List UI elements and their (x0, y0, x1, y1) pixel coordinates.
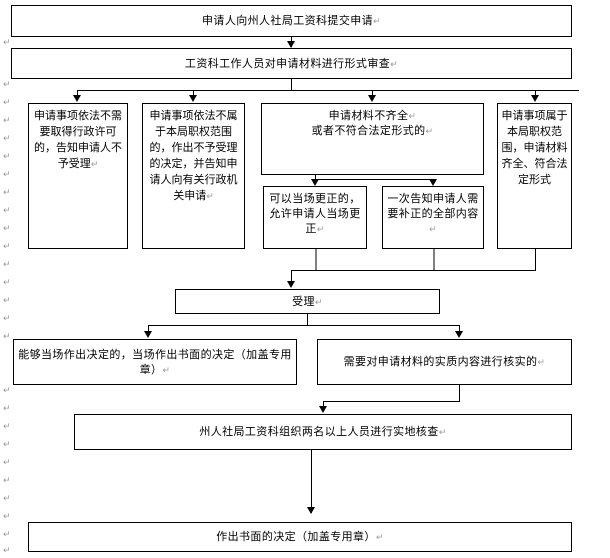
node-correct-onsite[interactable]: 可以当场更正的，允许申请人当场更正↵ (263, 186, 367, 249)
arrow-head-decide-onsite (144, 331, 152, 338)
arrow-head-correct-onsite (311, 179, 319, 186)
paragraph-mark: ↵ (3, 422, 11, 432)
connector-review-stem (291, 79, 292, 90)
connector-review-to-branch-a (77, 90, 78, 98)
paragraph-mark: ↵ (3, 116, 11, 126)
connector-notify-down (433, 249, 435, 270)
node-field-check[interactable]: 州人社局工资科组织两名以上人员进行实地核查↵ (74, 414, 572, 450)
node-within-jurisdiction-complete[interactable]: 申请事项属于本局职权范围，申请材料齐全、符合法定形式 (497, 103, 572, 249)
arrow-head-branch-d (531, 95, 539, 102)
paragraph-mark: ↵ (3, 530, 11, 540)
connector-incomplete-bus (315, 179, 433, 180)
paragraph-mark: ↵ (3, 242, 11, 252)
paragraph-mark: ↵ (3, 546, 11, 556)
connector-accept-out-stem (307, 314, 308, 325)
node-submit-application-label: 申请人向州人社局工资科提交申请 (202, 14, 374, 28)
connector-correct-down (315, 249, 317, 270)
arrow-head-accept (287, 281, 295, 288)
node-within-jurisdiction-complete-label: 申请事项属于本局职权范围，申请材料齐全、符合法定形式 (501, 109, 568, 187)
arrow-head-branch-a (73, 95, 81, 102)
node-need-substantive-verification[interactable]: 需要对申请材料的实质内容进行核实的↵ (317, 339, 572, 385)
paragraph-mark: ↵ (3, 260, 11, 270)
paragraph-mark: ↵ (3, 494, 11, 504)
paragraph-mark: ↵ (3, 404, 11, 414)
node-need-substantive-verification-label: 需要对申请材料的实质内容进行核实的 (343, 355, 538, 369)
node-correct-onsite-label: 可以当场更正的，允许申请人当场更正 (269, 192, 361, 236)
connector-field-check-to-decision (311, 450, 312, 513)
node-materials-incomplete-line1: 申请材料不齐全 (328, 109, 409, 122)
connector-accept-out-bus (148, 325, 459, 326)
paragraph-mark: ↵ (3, 512, 11, 522)
paragraph-mark: ↵ (3, 152, 11, 162)
paragraph-mark: ↵ (3, 188, 11, 198)
connector-accept-bus (291, 270, 536, 271)
node-formal-review[interactable]: 工资科工作人员对申请材料进行形式审查↵ (11, 48, 572, 79)
node-no-permit-required[interactable]: 申请事项依法不需要取得行政许可的，告知申请人不予受理↵ (28, 103, 128, 249)
arrow-head-field-check (319, 406, 327, 413)
paragraph-mark: ↵ (3, 224, 11, 234)
node-notify-once[interactable]: 一次告知申请人需要补正的全部内容↵ (382, 186, 484, 249)
arrow-head-need-verify (455, 331, 463, 338)
paragraph-mark: ↵ (3, 332, 11, 342)
node-submit-application[interactable]: 申请人向州人社局工资科提交申请↵ (11, 5, 572, 37)
connector-review-bus (77, 90, 579, 91)
node-materials-incomplete[interactable]: 申请材料不齐全↵ 或者不符合法定形式的↵ (261, 103, 484, 175)
connector-review-to-branch-b (193, 90, 194, 98)
paragraph-mark: ↵ (3, 278, 11, 288)
connector-to-decide-onsite (148, 325, 149, 334)
node-written-decision-label: 作出书面的决定（加盖专用章） (216, 530, 376, 544)
arrow-head-branch-c (368, 95, 376, 102)
node-decide-onsite-label: 能够当场作出决定的，当场作出书面的决定（加盖专用章） (18, 347, 292, 376)
arrow-head-written-decision (307, 507, 315, 514)
node-accept-label: 受理 (292, 294, 315, 308)
arrow-head-notify-once (429, 179, 437, 186)
connector-review-to-branch-c (372, 90, 373, 98)
paragraph-mark: ↵ (3, 134, 11, 144)
arrow-head-submit-to-review (287, 41, 295, 48)
connector-verify-down (459, 385, 460, 401)
node-out-of-jurisdiction[interactable]: 申请事项依法不属于本局职权范围的，作出不予受理的决定，并告知申请人向有关行政机关… (142, 103, 245, 249)
node-no-permit-required-label: 申请事项依法不需要取得行政许可的，告知申请人不予受理 (34, 109, 122, 171)
connector-review-to-branch-d (535, 90, 536, 98)
node-field-check-label: 州人社局工资科组织两名以上人员进行实地核查 (199, 425, 439, 439)
node-materials-incomplete-line2: 或者不符合法定形式的 (311, 124, 426, 138)
connector-verify-to-field-check (323, 401, 324, 409)
node-written-decision[interactable]: 作出书面的决定（加盖专用章）↵ (28, 522, 572, 552)
node-notify-once-label: 一次告知申请人需要补正的全部内容 (387, 192, 479, 221)
paragraph-mark: ↵ (3, 98, 11, 108)
node-formal-review-label: 工资科工作人员对申请材料进行形式审查 (184, 56, 391, 70)
paragraph-mark: ↵ (3, 206, 11, 216)
paragraph-mark: ↵ (3, 170, 11, 180)
connector-jurisdiction-down (535, 249, 536, 270)
paragraph-mark: ↵ (3, 296, 11, 306)
paragraph-mark: ↵ (3, 458, 11, 468)
connector-accept-stem (291, 270, 292, 284)
connector-incomplete-left-stem (315, 175, 316, 179)
connector-verify-across (323, 401, 460, 402)
arrow-head-branch-b (189, 95, 197, 102)
paragraph-mark: ↵ (3, 386, 11, 396)
node-decide-onsite[interactable]: 能够当场作出决定的，当场作出书面的决定（加盖专用章）↵ (13, 339, 297, 385)
paragraph-mark: ↵ (3, 314, 11, 324)
paragraph-mark: ↵ (3, 38, 11, 48)
node-out-of-jurisdiction-label: 申请事项依法不属于本局职权范围的，作出不予受理的决定，并告知申请人向有关行政机关… (149, 109, 238, 203)
paragraph-mark: ↵ (3, 80, 11, 90)
connector-to-need-verify (459, 325, 460, 334)
node-accept[interactable]: 受理↵ (175, 289, 440, 314)
paragraph-mark: ↵ (3, 476, 11, 486)
paragraph-mark: ↵ (3, 440, 11, 450)
